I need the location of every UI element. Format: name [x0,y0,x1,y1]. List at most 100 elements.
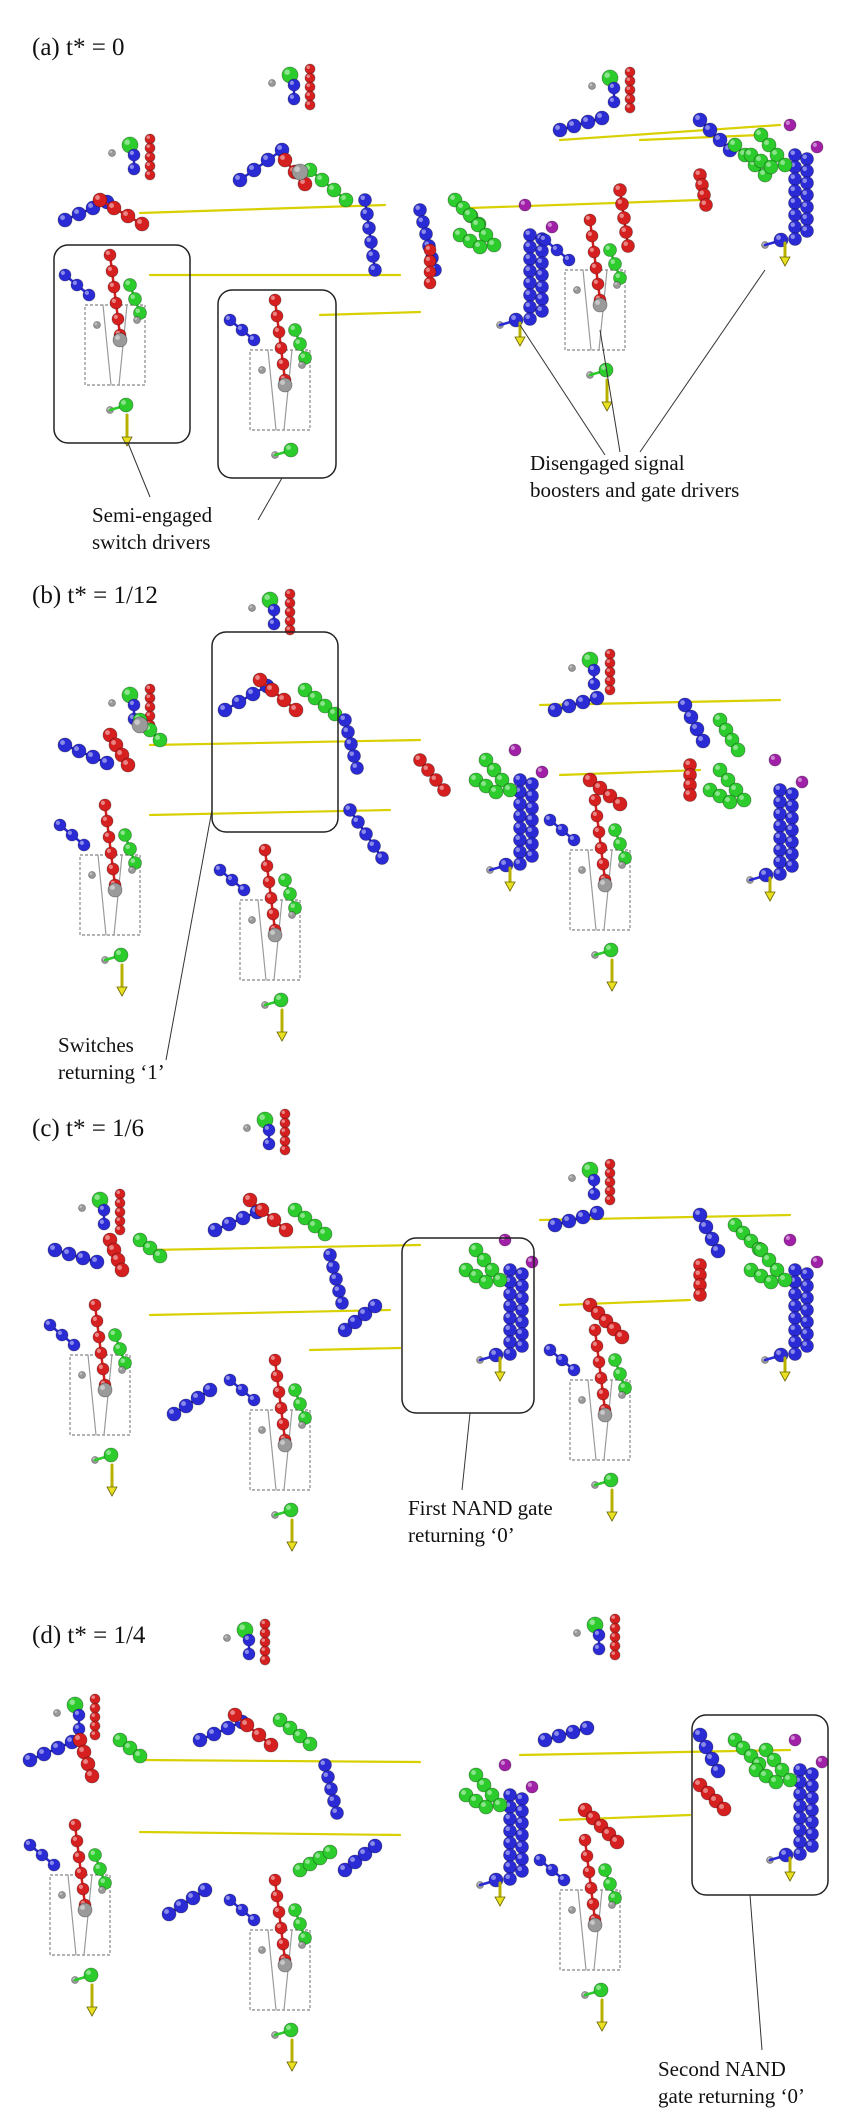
blue-atom [543,1343,557,1357]
red-atom [259,1627,271,1639]
green-atom [83,1967,99,1983]
green-atom [288,1383,302,1397]
red-atom [304,81,316,93]
blue-atom [557,1873,571,1887]
green-atom [283,442,299,458]
blue-atom [362,221,376,235]
purple-atom [810,1255,824,1269]
blue-atom [788,1263,802,1277]
blue-atom [800,176,814,190]
blue-atom [788,184,802,198]
red-atom [609,1631,621,1643]
green-atom [293,1917,307,1931]
red-atom [74,1866,88,1880]
blue-atom [347,1314,363,1330]
red-atom [276,357,290,371]
blue-atom [773,831,787,845]
leader-line [257,477,283,521]
blue-atom [587,1173,601,1187]
green-atom [103,1447,119,1463]
bond [267,1409,277,1491]
blue-atom [337,1862,353,1878]
blue-atom [515,1291,529,1305]
force-arrow-icon [286,2061,298,2072]
leader-line [127,442,151,498]
blue-atom [607,81,621,95]
blue-atom [53,818,67,832]
blue-atom [785,823,799,837]
blue-atom [61,1246,77,1262]
green-atom [326,182,342,198]
blue-atom [161,1906,177,1922]
blue-atom [800,1279,814,1293]
blue-atom [538,233,552,247]
blue-atom [547,1217,563,1233]
red-atom [617,211,631,225]
blue-atom [330,1806,344,1820]
blue-atom [513,833,527,847]
blue-atom [525,849,539,863]
blue-atom [515,1339,529,1353]
red-atom [144,133,156,145]
green-atom [502,782,518,798]
red-atom [421,763,435,777]
red-atom [263,1737,279,1753]
green-atom [730,742,746,758]
blue-atom [36,1746,52,1762]
green-atom [118,828,132,842]
purple-atom [810,140,824,154]
green-atom [338,192,354,208]
blue-atom [710,1763,726,1779]
red-atom [284,624,296,636]
blue-atom [503,1860,517,1874]
bond [587,1379,597,1461]
red-atom [624,75,636,87]
grey-atom [298,361,306,369]
grey-atom [277,377,293,393]
red-atom [276,692,292,708]
blue-atom [800,1303,814,1317]
blue-atom [343,803,357,817]
blue-atom [173,1898,189,1914]
grey-atom [573,286,581,294]
blue-atom [235,1903,249,1917]
blue-atom [535,268,549,282]
red-atom [96,1362,110,1376]
blue-atom [235,323,249,337]
green-atom [603,942,619,958]
grey-atom [78,1371,86,1379]
blue-atom [793,1799,807,1813]
red-atom [274,1401,288,1415]
green-atom [753,127,769,143]
grey-atom [267,927,283,943]
green-atom [777,157,793,173]
red-atom [602,788,618,804]
blue-atom [503,1347,517,1361]
blue-atom [773,819,787,833]
force-arrow-icon [779,1371,791,1382]
panel-a: (a) t* = 0 Semi-engaged switch drivers D… [0,0,855,560]
panel-label: (a) t* = 0 [32,34,125,61]
box-first-nand [401,1237,535,1414]
blue-atom [166,1406,182,1422]
blue-atom [800,152,814,166]
blue-atom [523,228,537,242]
annotation-second-nand: Second NAND gate returning ‘0’ [658,2057,805,2108]
blue-atom [523,288,537,302]
red-atom [120,757,136,773]
red-atom [114,1262,130,1278]
red-atom [251,1727,267,1743]
red-atom [716,1801,732,1817]
blue-atom [785,799,799,813]
grey-atom [108,149,116,157]
red-atom [274,341,288,355]
green-atom [152,732,168,748]
green-atom [302,1736,318,1752]
red-atom [105,264,119,278]
red-atom [259,1636,271,1648]
blue-atom [773,843,787,857]
grey-atom [573,1629,581,1637]
blue-atom [805,1791,819,1805]
green-atom [613,1367,627,1381]
red-atom [619,225,633,239]
